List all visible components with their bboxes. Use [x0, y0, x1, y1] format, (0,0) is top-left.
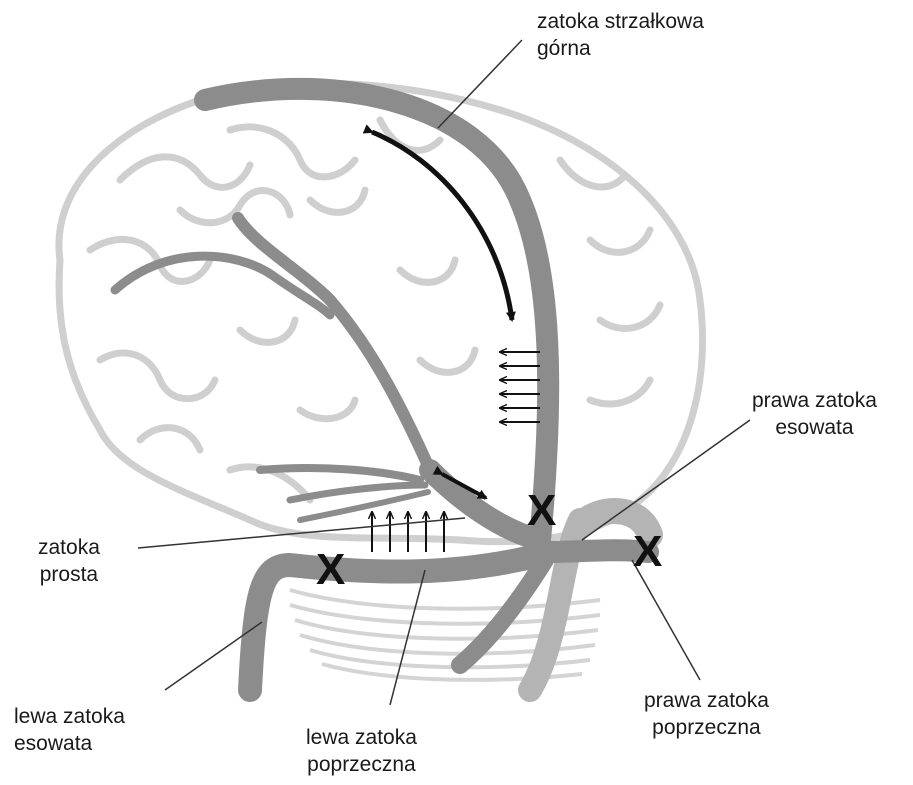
label-line: lewa zatoka: [14, 703, 125, 730]
brain-gyrus: [420, 350, 475, 372]
label-line: lewa zatoka: [306, 724, 417, 751]
label-line: esowata: [14, 730, 125, 757]
label-line: prawa zatoka: [644, 687, 769, 714]
label-line: zatoka strzałkowa: [537, 8, 704, 35]
brain-gyrus: [590, 380, 650, 404]
label-right-transverse-sinus: prawa zatoka poprzeczna: [644, 687, 769, 741]
brain-gyrus: [120, 157, 250, 188]
brain-gyrus: [310, 190, 365, 212]
occlusion-marker-left-transverse: X: [316, 545, 345, 594]
label-line: esowata: [752, 414, 877, 441]
brain-gyrus: [300, 400, 355, 419]
leader-line-right-transverse: [632, 560, 700, 680]
label-line: prawa zatoka: [752, 387, 877, 414]
brain-gyrus: [240, 320, 295, 342]
occlusion-marker-right-transverse: X: [633, 527, 662, 576]
label-line: zatoka: [38, 534, 100, 561]
label-line: prosta: [38, 561, 100, 588]
brain-gyrus: [400, 260, 455, 282]
label-right-sigmoid-sinus: prawa zatoka esowata: [752, 387, 877, 441]
label-line: górna: [537, 35, 704, 62]
brain-gyrus: [140, 428, 200, 450]
label-left-sigmoid-sinus: lewa zatoka esowata: [14, 703, 125, 757]
brain-gyrus: [100, 353, 215, 399]
label-straight-sinus: zatoka prosta: [38, 534, 100, 588]
lateral-flow-arrows: [500, 352, 540, 422]
brain-gyrus: [590, 230, 650, 252]
brain-gyrus: [600, 305, 660, 328]
label-superior-sagittal-sinus: zatoka strzałkowa górna: [537, 8, 704, 62]
leader-line-right-sigmoid: [582, 420, 750, 540]
occlusion-marker-confluence: X: [527, 486, 556, 535]
label-line: poprzeczna: [644, 714, 769, 741]
straight-sinus-vessel: [430, 470, 540, 540]
label-left-transverse-sinus: lewa zatoka poprzeczna: [306, 724, 417, 778]
upward-flow-arrows: [372, 512, 444, 552]
label-line: poprzeczna: [306, 751, 417, 778]
